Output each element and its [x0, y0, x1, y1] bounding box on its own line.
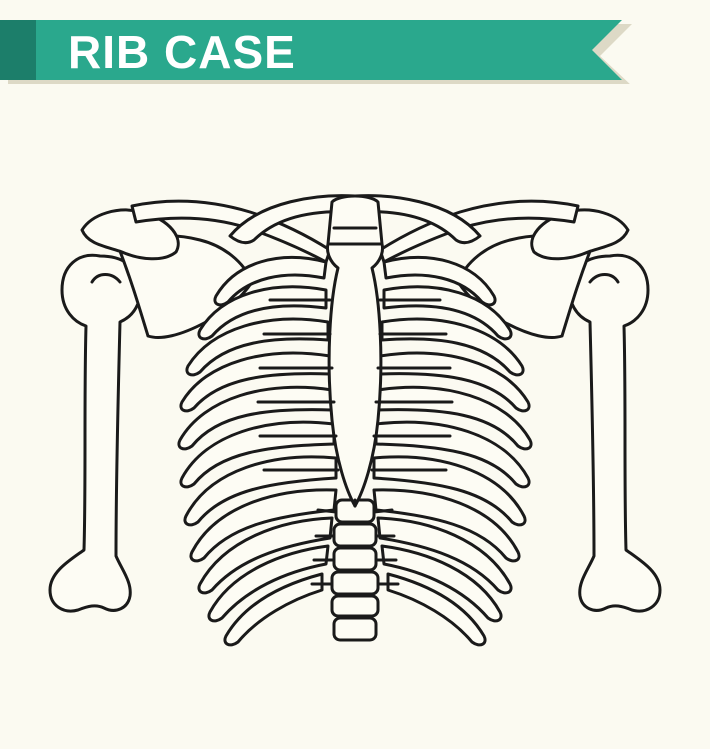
page-title: RIB CASE: [68, 26, 296, 78]
spine-processes: [310, 508, 400, 586]
right-humerus-head-detail: [588, 273, 620, 284]
rib-left-8: [189, 488, 338, 563]
title-banner: RIB CASE: [0, 20, 640, 84]
rib-right-9: [376, 516, 513, 595]
left-humerus: [48, 253, 142, 613]
banner-body: [0, 20, 622, 80]
rib-left-9: [197, 516, 334, 595]
right-humerus: [568, 253, 662, 613]
rib-right-6: [374, 420, 531, 489]
left-humerus-head-detail: [90, 273, 122, 284]
spine: [310, 498, 400, 642]
rib-left-1: [213, 255, 328, 307]
costal-cartilage-right: [370, 298, 454, 472]
banner-left-tab: [0, 20, 36, 80]
rib-right-11: [386, 572, 487, 647]
costal-cartilage-left: [256, 298, 340, 472]
rib-left-6: [179, 420, 336, 489]
rib-right-1: [382, 255, 497, 307]
rib-left-11: [223, 572, 324, 647]
rib-left-10: [207, 544, 330, 623]
banner-ribbon: [0, 20, 632, 84]
sternum: [326, 194, 384, 508]
right-acromion: [530, 208, 630, 261]
rib-right-7: [372, 455, 527, 527]
rib-left-7: [183, 455, 338, 527]
rib-right-8: [372, 488, 521, 563]
rib-right-10: [380, 544, 503, 623]
manubrium-lines: [328, 226, 382, 246]
left-acromion: [80, 208, 180, 261]
